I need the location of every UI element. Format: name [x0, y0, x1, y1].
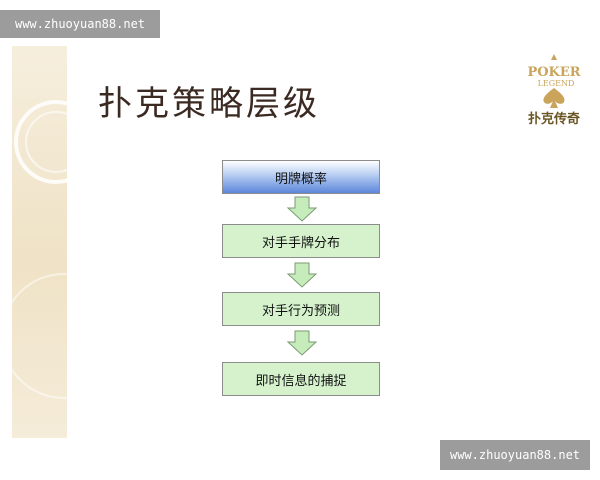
down-arrow-icon	[286, 330, 318, 356]
poker-legend-logo: POKER LEGEND 扑克传奇	[526, 52, 596, 130]
watermark-top: www.zhuoyuan88.net	[0, 10, 160, 38]
step-4: 即时信息的捕捉	[222, 362, 380, 396]
slide-title: 扑克策略层级	[98, 84, 320, 124]
step-4-label: 即时信息的捕捉	[255, 373, 347, 389]
step-3: 对手行为预测	[222, 292, 380, 326]
down-arrow-icon	[286, 262, 318, 288]
decorative-circles	[12, 100, 67, 399]
logo-line1: POKER	[527, 65, 580, 80]
step-2: 对手手牌分布	[222, 224, 380, 258]
logo-name: 扑克传奇	[527, 112, 580, 127]
step-1: 明牌概率	[222, 160, 380, 194]
watermark-bottom: www.zhuoyuan88.net	[440, 440, 590, 470]
step-3-label: 对手行为预测	[261, 303, 340, 319]
slide: 扑克策略层级 POKER LEGEND 扑克传奇 明牌概率 对手手牌分布 对手行…	[12, 46, 600, 438]
step-1-label: 明牌概率	[274, 171, 327, 187]
step-2-label: 对手手牌分布	[261, 235, 340, 251]
logo-line2: LEGEND	[538, 79, 575, 88]
down-arrow-icon	[286, 196, 318, 222]
decorative-band	[12, 46, 67, 438]
spade-crown-icon: POKER LEGEND	[527, 54, 581, 108]
